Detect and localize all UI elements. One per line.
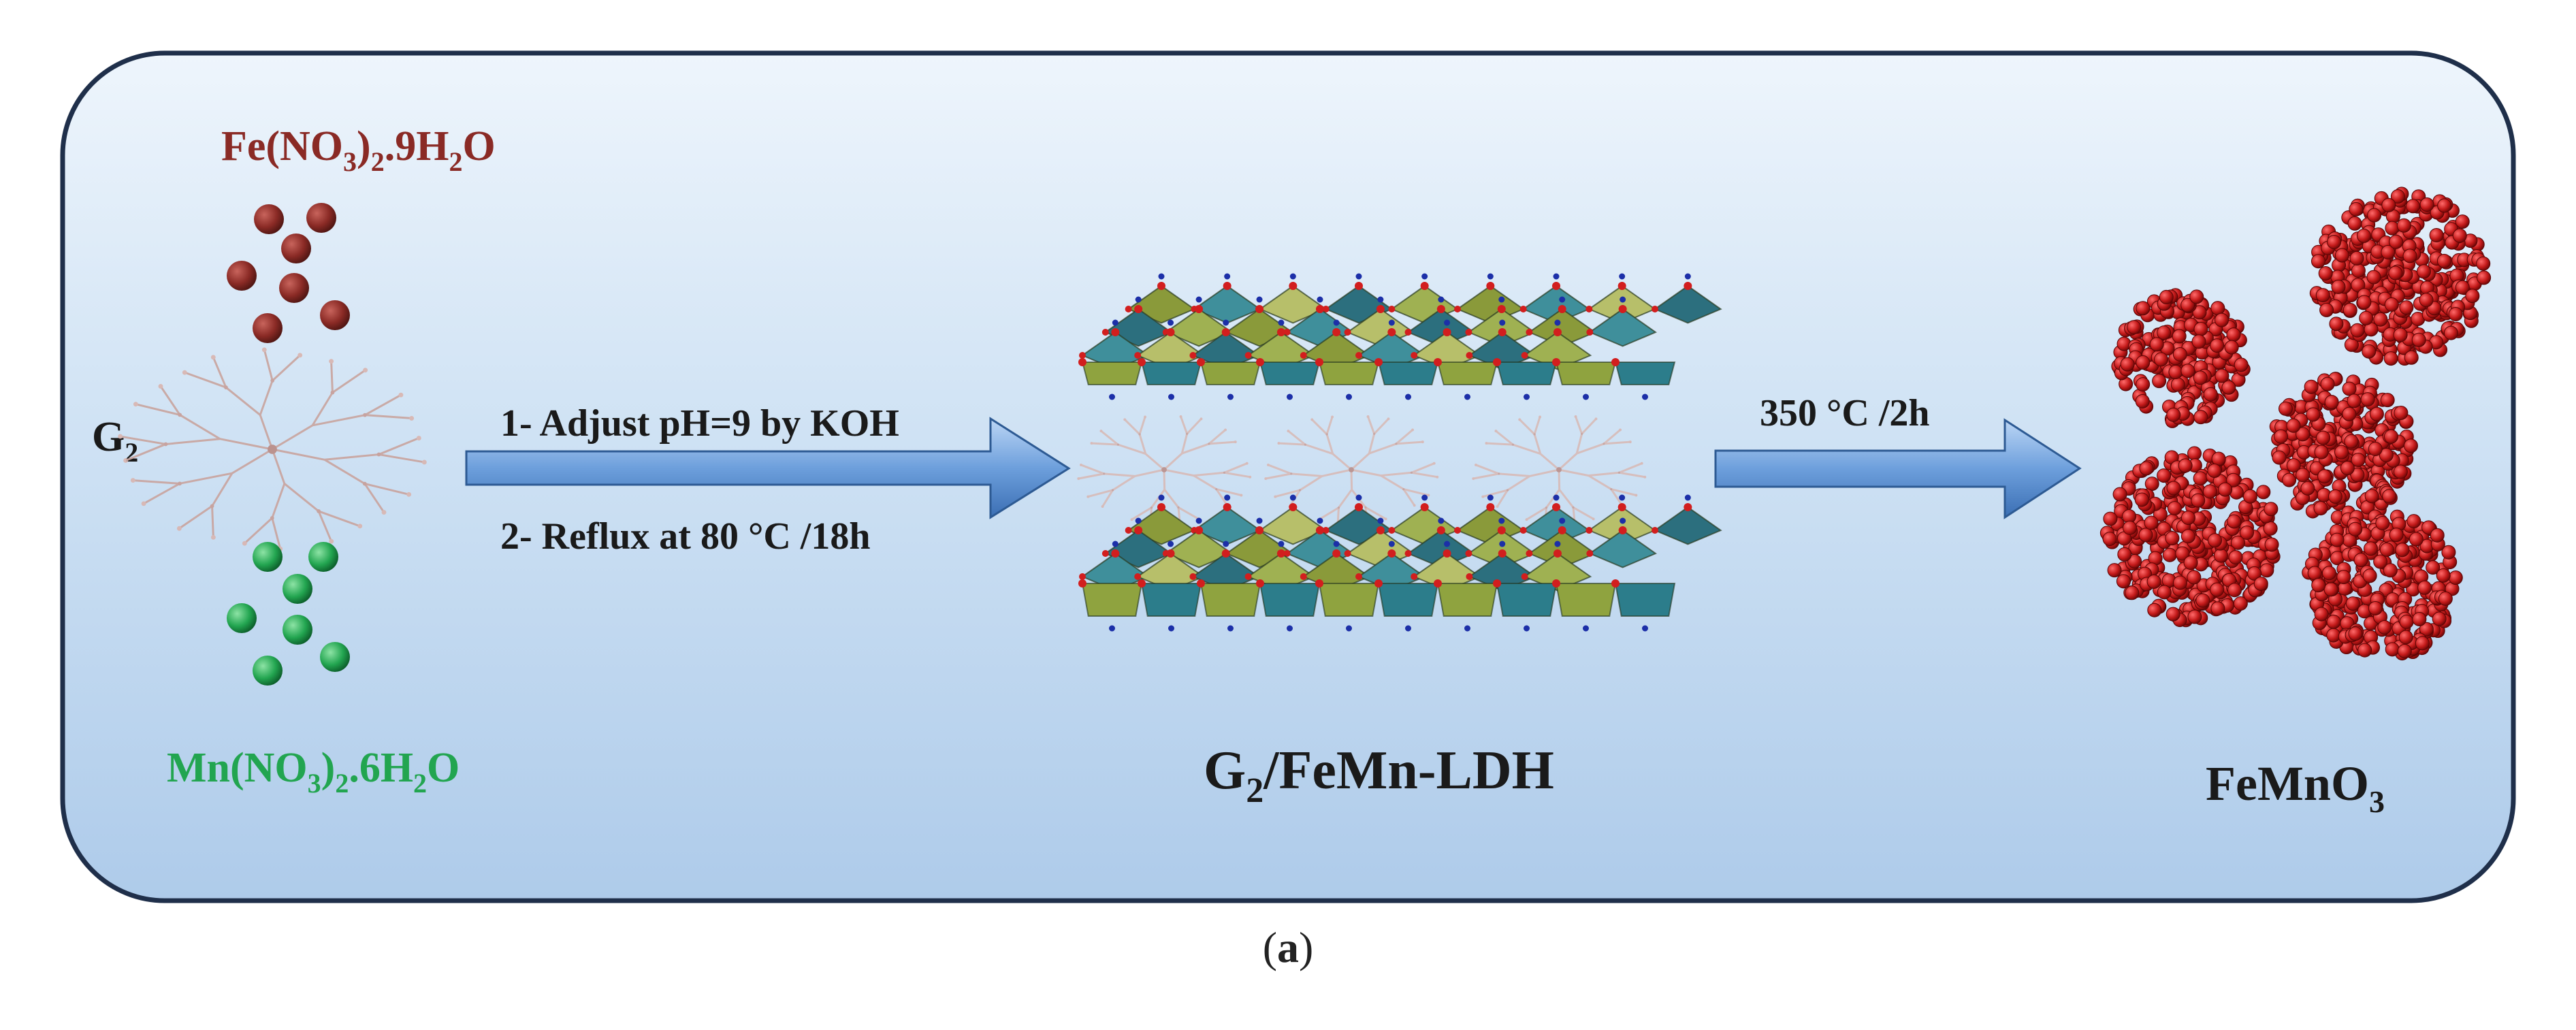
mn-ion-sphere — [308, 542, 338, 572]
femno3-nanoparticle — [2269, 372, 2418, 525]
ldh-octahedral-layer — [1078, 273, 1722, 400]
reaction-arrow-1 — [465, 417, 1071, 519]
mn-ion-sphere — [253, 656, 283, 686]
femno3-nanoparticle — [2309, 187, 2492, 366]
fe-ion-sphere — [279, 273, 309, 303]
mn-ion-sphere — [253, 542, 283, 572]
ldh-label: G2/FeMn-LDH — [1204, 741, 1554, 810]
fe-ion-sphere — [306, 203, 336, 233]
mn-ion-sphere — [227, 603, 257, 633]
fe-ion-sphere — [281, 234, 311, 263]
calcination-arrow — [1714, 418, 2082, 519]
mn-ion-group — [227, 542, 350, 686]
ldh-octahedral-layer — [1078, 494, 1722, 632]
femno3-nanoparticle — [2111, 288, 2251, 428]
mn-precursor-label: Mn(NO3)2.6H2O — [167, 745, 460, 799]
mn-ion-sphere — [320, 642, 350, 672]
step-2-condition: 2- Reflux at 80 °C /18h — [500, 515, 870, 558]
calcination-condition: 350 °C /2h — [1760, 392, 1930, 434]
fe-ion-sphere — [227, 261, 257, 291]
fe-ion-group — [227, 203, 350, 343]
fe-precursor-label: Fe(NO3)2.9H2O — [221, 123, 496, 177]
ldh-structure — [1077, 273, 1722, 632]
femno3-nanoparticles — [2099, 187, 2492, 661]
step-1-condition: 1- Adjust pH=9 by KOH — [500, 402, 899, 445]
femno3-nanoparticle — [2099, 446, 2281, 628]
fe-ion-sphere — [253, 313, 283, 343]
femno3-nanoparticle — [2302, 509, 2463, 661]
product-label: FeMnO3 — [2206, 756, 2385, 819]
fe-ion-sphere — [254, 204, 284, 234]
figure-caption: (a) — [1262, 923, 1314, 971]
scheme-panel — [60, 50, 2516, 903]
dendrimer-molecule — [118, 347, 427, 551]
mn-ion-sphere — [283, 615, 312, 645]
mn-ion-sphere — [283, 574, 312, 604]
fe-ion-sphere — [320, 300, 350, 330]
intercalated-dendrimer — [1077, 415, 1647, 527]
